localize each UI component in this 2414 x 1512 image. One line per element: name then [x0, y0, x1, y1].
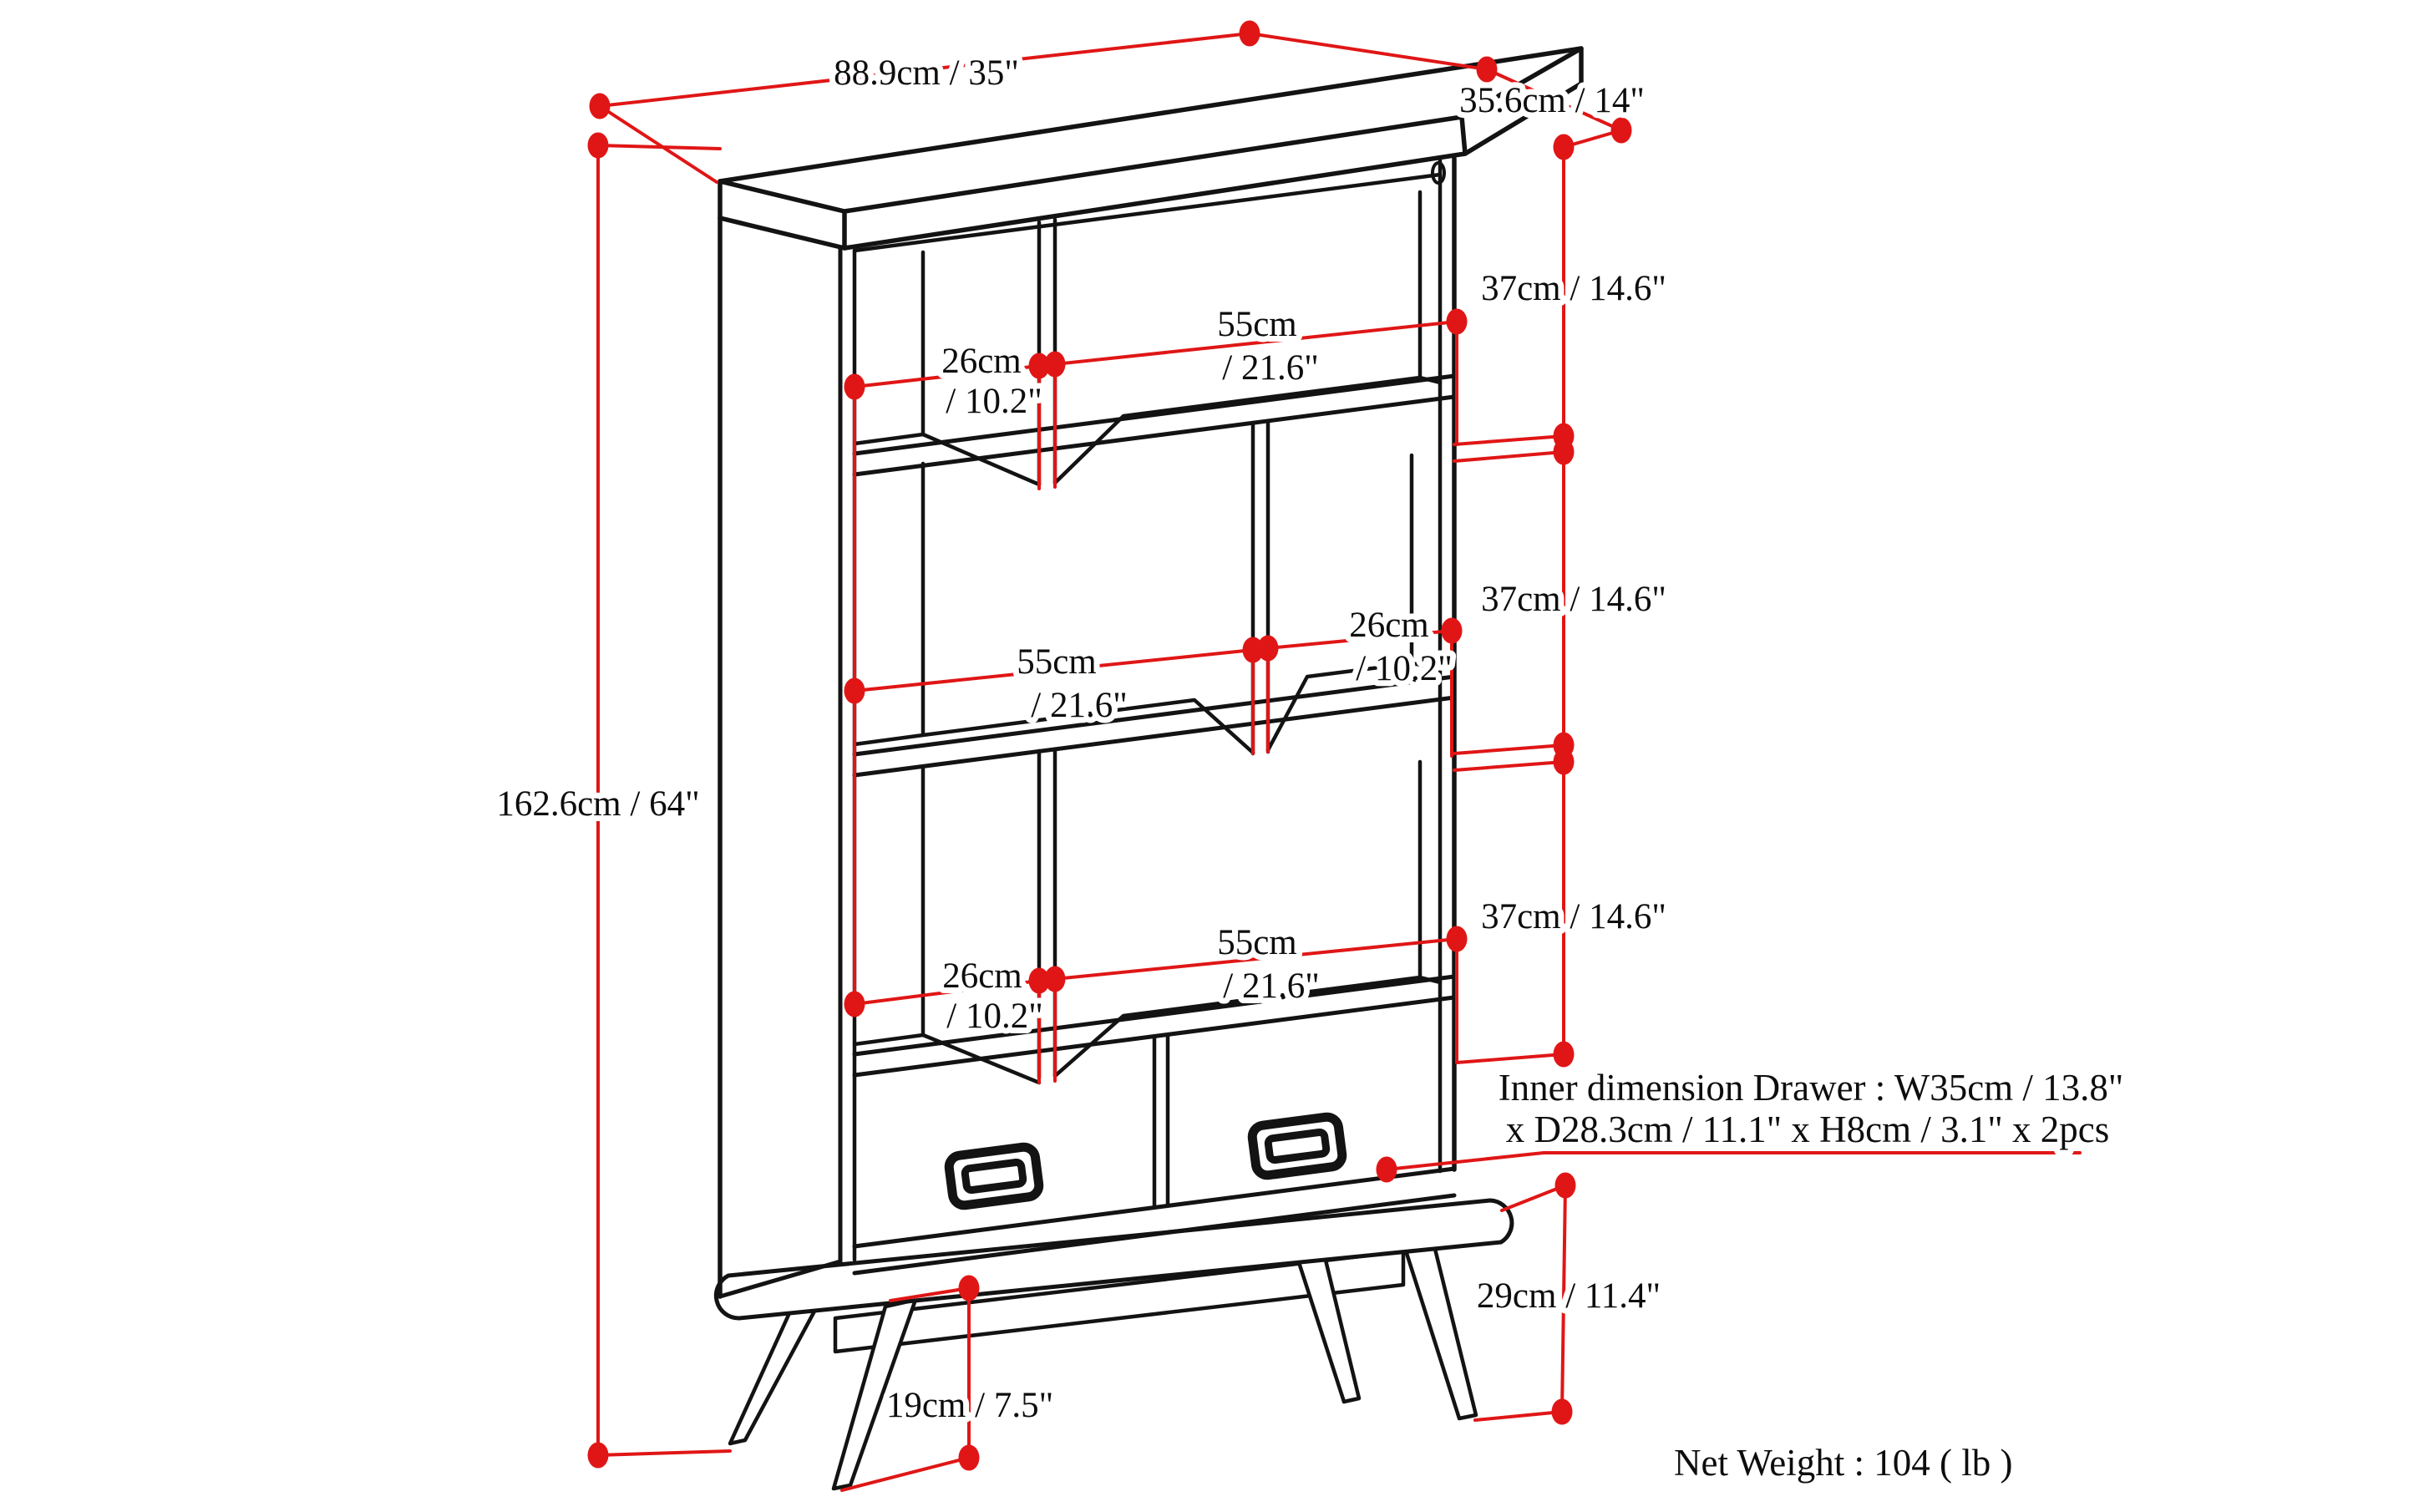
interior-lines [852, 190, 1443, 1085]
label-section3-height: 37cm / 14.6" [1481, 897, 1666, 936]
leg-front-right [1402, 1240, 1478, 1421]
label-leg-height: 19cm / 7.5" [886, 1386, 1053, 1425]
label-drawer-note-line2: x D28.3cm / 11.1" x H8cm / 3.1" x 2pcs [1506, 1109, 2110, 1150]
label-row2-cube-in: / 10.2" [1356, 649, 1453, 688]
label-row1-cube-in: / 10.2" [946, 382, 1042, 421]
dim-row1 [853, 320, 1458, 1006]
dimension-dots [587, 20, 1632, 1471]
drawer-handle-left [944, 1142, 1044, 1210]
label-net-weight: Net Weight : 104 ( lb ) [1674, 1442, 2012, 1484]
label-row3-cube-in: / 10.2" [946, 997, 1043, 1036]
drawer-divider [1152, 1034, 1170, 1210]
label-top-width: 88.9cm / 35" [834, 53, 1019, 93]
label-row1-open-in: / 21.6" [1222, 348, 1319, 388]
dimension-lines [587, 20, 2082, 1492]
cabinet-drawing [713, 46, 1584, 1491]
leg-back-left [728, 1306, 819, 1446]
under-top-edge [852, 172, 1443, 253]
dim-row3 [853, 937, 1458, 1084]
label-row2-open-in: / 21.6" [1031, 686, 1128, 725]
dim-total-height [596, 144, 732, 1457]
label-row3-cube-cm: 26cm [942, 956, 1022, 996]
dim-drawer-leader [1385, 1151, 2082, 1171]
dim-row2 [853, 629, 1453, 758]
drawer-handle-right [1247, 1112, 1347, 1180]
cam-hole [1431, 161, 1446, 185]
label-row3-open-cm: 55cm [1217, 923, 1297, 962]
drawers [944, 1034, 1347, 1210]
left-bottom-edge [718, 1259, 843, 1299]
label-top-depth: 35.6cm / 14" [1459, 81, 1645, 120]
dim-section-heights [1453, 145, 1565, 1064]
label-drawer-note-line1: Inner dimension Drawer : W35cm / 13.8" [1499, 1067, 2124, 1109]
label-section1-height: 37cm / 14.6" [1481, 269, 1666, 308]
label-row1-cube-cm: 26cm [941, 342, 1022, 381]
label-base-height: 29cm / 11.4" [1477, 1276, 1661, 1316]
label-row3-open-in: / 21.6" [1223, 967, 1320, 1006]
label-row2-cube-cm: 26cm [1349, 606, 1429, 645]
label-total-height: 162.6cm / 64" [496, 784, 699, 824]
apron [833, 1249, 1406, 1354]
shelves [852, 373, 1457, 1276]
dim-base-height [1473, 1184, 1567, 1422]
label-row1-open-cm: 55cm [1217, 305, 1297, 344]
cabinet-body [718, 156, 1457, 1299]
dimension-labels: 88.9cm / 35" 35.6cm / 14" 162.6cm / 64" … [490, 48, 2129, 1489]
base-bar [713, 1198, 1514, 1321]
dim-leg-height [840, 1286, 971, 1492]
label-section2-height: 37cm / 14.6" [1481, 580, 1666, 619]
label-row2-open-cm: 55cm [1017, 642, 1097, 682]
